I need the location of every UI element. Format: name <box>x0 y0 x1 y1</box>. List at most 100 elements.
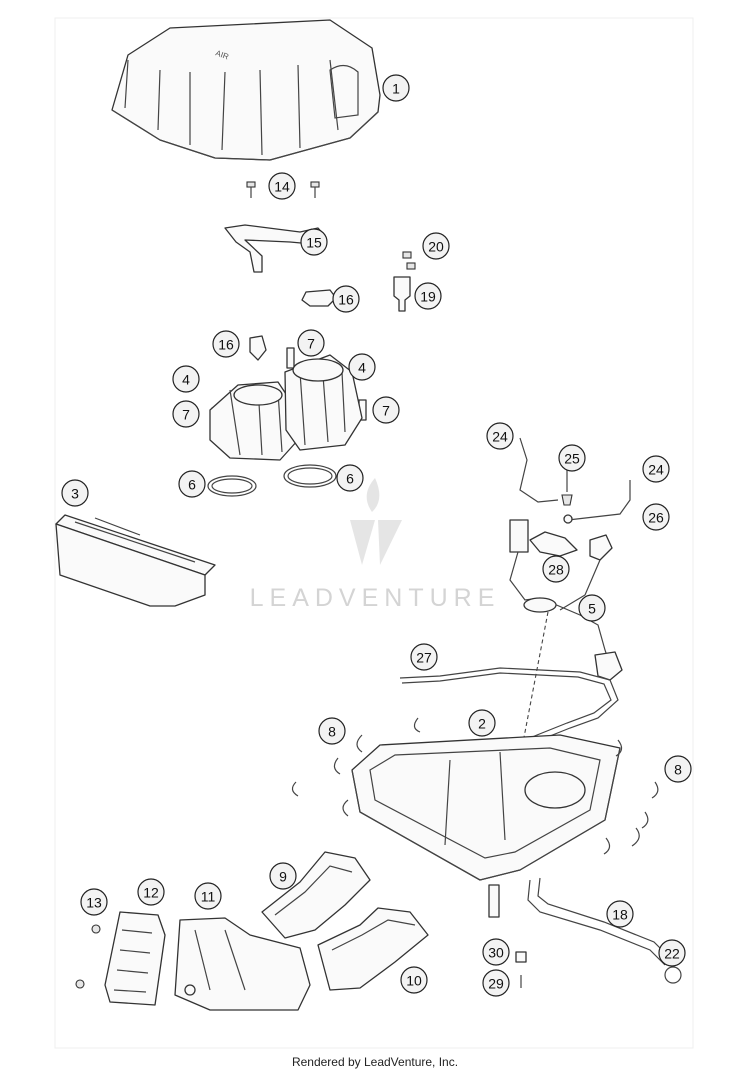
callout-circle <box>172 365 200 393</box>
callout-6: 6 <box>178 470 206 498</box>
callout-circle <box>178 470 206 498</box>
callout-circle <box>300 228 328 256</box>
nut-part <box>75 924 101 989</box>
callout-label: 3 <box>71 486 79 502</box>
callout-24: 24 <box>486 422 514 450</box>
callout-3: 3 <box>61 479 89 507</box>
callout-circle <box>297 329 325 357</box>
filter-housing-part <box>174 917 311 1011</box>
callout-8: 8 <box>664 755 692 783</box>
callout-circle <box>482 969 510 997</box>
callout-30: 30 <box>482 938 510 966</box>
callout-circle <box>137 878 165 906</box>
callout-19: 19 <box>414 282 442 310</box>
harness-part <box>509 519 623 681</box>
leader-line <box>511 611 549 801</box>
callout-circle <box>642 455 670 483</box>
callout-label: 9 <box>279 869 287 885</box>
callout-10: 10 <box>400 966 428 994</box>
callout-circle <box>61 479 89 507</box>
callout-circle <box>658 939 686 967</box>
callout-circle <box>414 282 442 310</box>
callout-label: 15 <box>306 235 322 251</box>
callout-9: 9 <box>269 862 297 890</box>
callout-label: 8 <box>674 762 682 778</box>
callout-label: 11 <box>201 889 216 905</box>
clip-part <box>291 717 659 855</box>
callout-label: 6 <box>346 471 354 487</box>
callout-circle <box>558 444 586 472</box>
intake-duct-part <box>317 907 429 991</box>
diagram-frame <box>54 17 694 1049</box>
callout-label: 25 <box>564 451 580 467</box>
callout-label: 30 <box>488 945 504 961</box>
leadventure-logo <box>350 478 402 565</box>
callout-16: 16 <box>332 285 360 313</box>
callout-12: 12 <box>137 878 165 906</box>
callout-label: 4 <box>182 372 190 388</box>
callout-20: 20 <box>422 232 450 260</box>
callout-circle <box>422 232 450 260</box>
callout-label: 6 <box>188 477 196 493</box>
callout-7: 7 <box>372 396 400 424</box>
callout-label: 27 <box>416 650 432 666</box>
airbox-cover-part: AIR <box>111 19 381 161</box>
callout-29: 29 <box>482 969 510 997</box>
callout-label: 22 <box>664 946 680 962</box>
callout-label: 5 <box>588 601 596 617</box>
callout-circle <box>172 400 200 428</box>
callout-label: 16 <box>338 292 354 308</box>
callout-label: 28 <box>548 562 564 578</box>
callout-15: 15 <box>300 228 328 256</box>
sensor-part <box>393 251 416 312</box>
air-filter-part <box>55 514 216 607</box>
callout-1: 1 <box>382 74 410 102</box>
callout-circle <box>410 643 438 671</box>
callout-label: 2 <box>478 716 486 732</box>
callout-4: 4 <box>172 365 200 393</box>
injector-part <box>249 289 337 361</box>
callout-label: 14 <box>274 179 290 195</box>
callout-label: 20 <box>428 239 444 255</box>
callout-circle <box>269 862 297 890</box>
callout-14: 14 <box>268 172 296 200</box>
callout-label: 7 <box>182 407 190 423</box>
callout-label: 8 <box>328 724 336 740</box>
callout-circle <box>400 966 428 994</box>
callout-8: 8 <box>318 717 346 745</box>
airbox-part <box>351 734 621 881</box>
callout-label: 7 <box>307 336 315 352</box>
filter-screen-part <box>104 911 166 1006</box>
fuel-line-part <box>224 224 326 273</box>
callout-5: 5 <box>578 594 606 622</box>
callout-circle <box>606 900 634 928</box>
callout-label: 26 <box>648 510 664 526</box>
throttle-body-part <box>209 354 363 461</box>
callout-22: 22 <box>658 939 686 967</box>
callout-circle <box>332 285 360 313</box>
callout-circle <box>348 353 376 381</box>
callout-label: 4 <box>358 360 366 376</box>
svg-text:AIR: AIR <box>214 48 230 61</box>
callout-label: 1 <box>392 81 400 97</box>
callout-label: 24 <box>648 462 664 478</box>
callout-circle <box>486 422 514 450</box>
callout-circle <box>372 396 400 424</box>
callout-24: 24 <box>642 455 670 483</box>
callout-label: 19 <box>420 289 436 305</box>
callout-26: 26 <box>642 503 670 531</box>
small-hardware-part <box>515 951 682 988</box>
callout-4: 4 <box>348 353 376 381</box>
callout-16: 16 <box>212 330 240 358</box>
callout-2: 2 <box>468 709 496 737</box>
callout-circle <box>468 709 496 737</box>
callout-label: 12 <box>143 885 159 901</box>
callout-circle <box>578 594 606 622</box>
callout-circle <box>268 172 296 200</box>
callout-circle <box>194 882 222 910</box>
intake-duct-part <box>261 851 371 939</box>
bolt-part <box>246 181 320 198</box>
callout-label: 29 <box>488 976 504 992</box>
callout-25: 25 <box>558 444 586 472</box>
